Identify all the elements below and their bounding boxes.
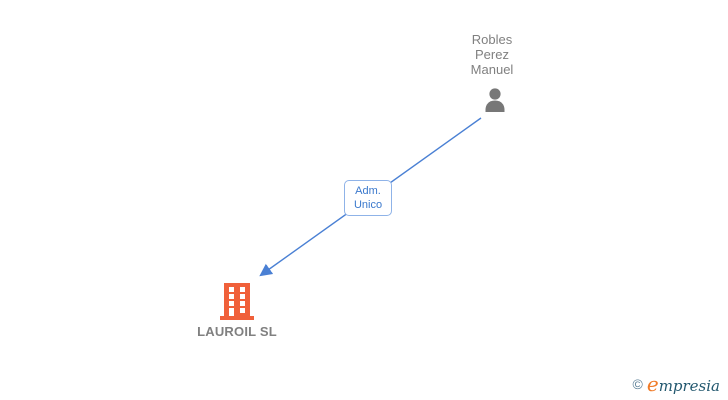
building-icon: [220, 283, 254, 321]
edge-label-line: Adm.: [355, 185, 381, 197]
company-name: LAUROIL SL: [197, 324, 277, 339]
node-person[interactable]: Robles Perez Manuel: [442, 32, 542, 118]
empresia-logo[interactable]: ©empresia: [633, 372, 720, 396]
person-icon: [480, 86, 510, 116]
edge-label-line: Unico: [353, 199, 383, 211]
brand-initial: e: [646, 372, 659, 396]
node-company[interactable]: LAUROIL SL: [177, 283, 297, 341]
person-name-line: Manuel: [470, 62, 514, 77]
empresia-wordmark: empresia: [647, 372, 720, 396]
edge-label-adm-unico: Adm. Unico: [344, 180, 392, 216]
person-name: Robles Perez Manuel: [442, 32, 542, 77]
person-name-line: Perez: [475, 47, 509, 62]
copyright-icon: ©: [632, 376, 643, 392]
person-name-line: Robles: [471, 32, 513, 47]
brand-rest: mpresia: [658, 377, 720, 395]
